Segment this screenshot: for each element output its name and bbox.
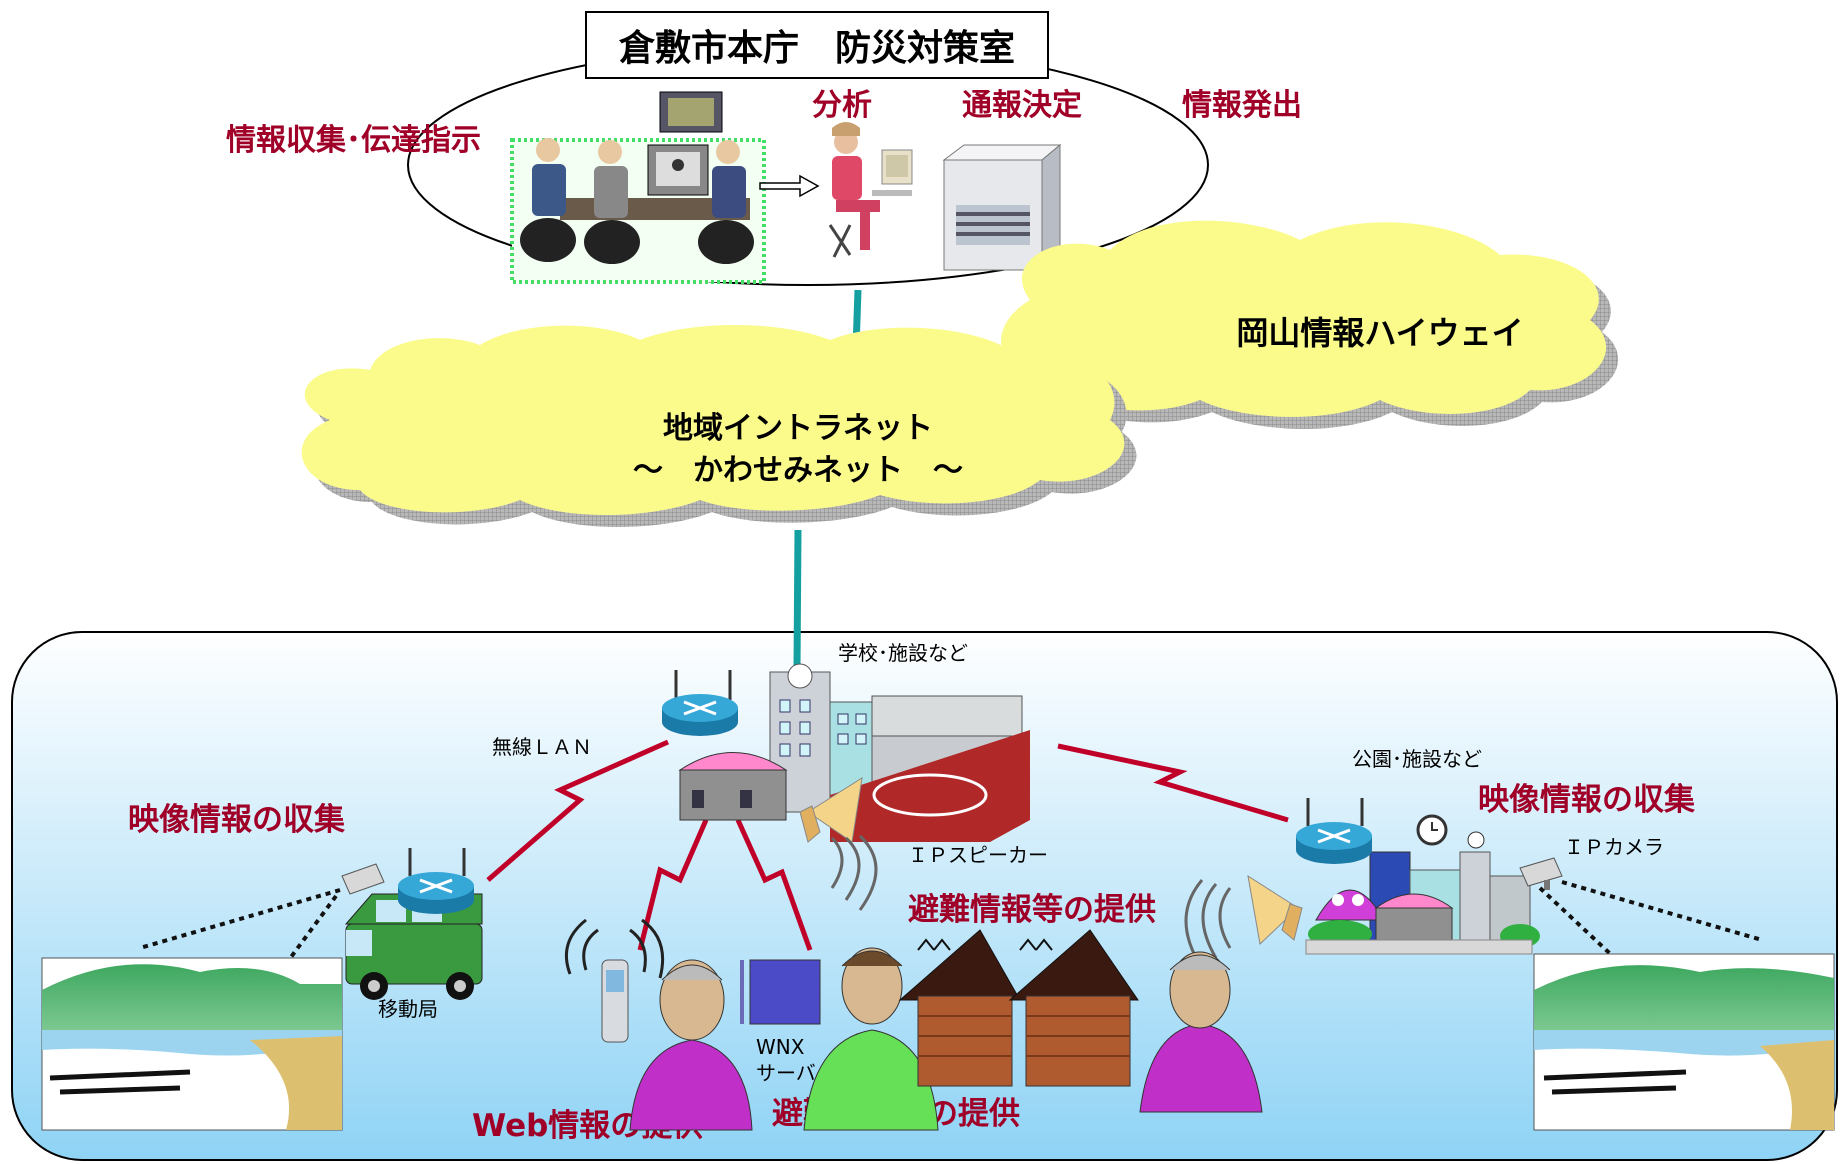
- link-school-to-wnx: [735, 818, 813, 951]
- link-school-to-user: [637, 819, 709, 951]
- ip-camera-label: ＩＰカメラ: [1564, 835, 1664, 859]
- wireless-lan-label: 無線ＬＡＮ: [492, 735, 592, 759]
- camera-view-line-2: [1538, 886, 1638, 980]
- wireless-links: [486, 739, 1289, 951]
- intranet-to-school-link: [793, 529, 802, 669]
- mobile-phone-icon: [564, 918, 665, 1043]
- label-dispatch: 情報発出: [1182, 88, 1302, 123]
- user-person-icon-1: [629, 959, 753, 1131]
- field-panel: [11, 631, 1838, 1161]
- mobile-station-label: 移動局: [378, 997, 438, 1021]
- river-scene-right: [1533, 953, 1835, 1131]
- school-building-icon: [769, 663, 1030, 842]
- user-person-icon-2: [803, 947, 939, 1131]
- user-person-icon-3: [1139, 951, 1263, 1113]
- wnx-server-icon: [740, 959, 821, 1025]
- highway-label: 岡山情報ハイウェイ: [1236, 314, 1523, 352]
- evac-info-upper: 避難情報等の提供: [908, 892, 1156, 928]
- video-collect-right: 映像情報の収集: [1478, 782, 1695, 818]
- meeting-room-icon: [510, 91, 766, 284]
- router-icon-mobile: [398, 848, 474, 914]
- camera-icon-mobile: [341, 863, 385, 895]
- intranet-label-line2: ～ かわせみネット ～: [633, 453, 963, 488]
- intranet-cloud: [301, 325, 1137, 527]
- analyst-icon: [828, 122, 913, 258]
- arrow-icon: [759, 174, 820, 198]
- intranet-label-line1: 地域イントラネット: [663, 411, 933, 446]
- river-scene-left: [41, 957, 343, 1131]
- ip-speaker-label: ＩＰスピーカー: [908, 843, 1048, 867]
- server-icon: [942, 143, 1062, 272]
- label-collect: 情報収集･伝達指示: [226, 123, 481, 158]
- park-building-icon: [1305, 814, 1540, 955]
- park-label: 公園･施設など: [1352, 747, 1482, 771]
- router-icon: [662, 670, 738, 736]
- wnx-label-line2: サーバ: [756, 1061, 816, 1085]
- wnx-label-line1: WNX: [756, 1035, 805, 1059]
- mobile-view-line: [139, 888, 341, 950]
- school-label: 学校･施設など: [838, 641, 968, 665]
- highway-cloud: [1001, 220, 1619, 429]
- log-houses-icon: [898, 929, 1139, 1087]
- router-icon-park: [1296, 798, 1372, 864]
- hq-title-box: [585, 11, 1049, 79]
- hq-title: 倉敷市本庁 防災対策室: [618, 28, 1015, 69]
- label-analysis: 分析: [812, 88, 872, 123]
- label-decision: 通報決定: [962, 88, 1082, 123]
- mobile-view-line-2: [250, 894, 338, 1012]
- link-school-to-mobile: [486, 739, 670, 882]
- ip-speaker-icon: [799, 776, 878, 911]
- camera-view-line: [1561, 880, 1763, 942]
- video-collect-left: 映像情報の収集: [128, 802, 345, 838]
- ip-speaker-icon-park: [1184, 874, 1303, 969]
- link-school-to-park: [1057, 743, 1289, 823]
- ip-camera-icon: [1519, 857, 1563, 890]
- gym-building-icon: [678, 752, 788, 821]
